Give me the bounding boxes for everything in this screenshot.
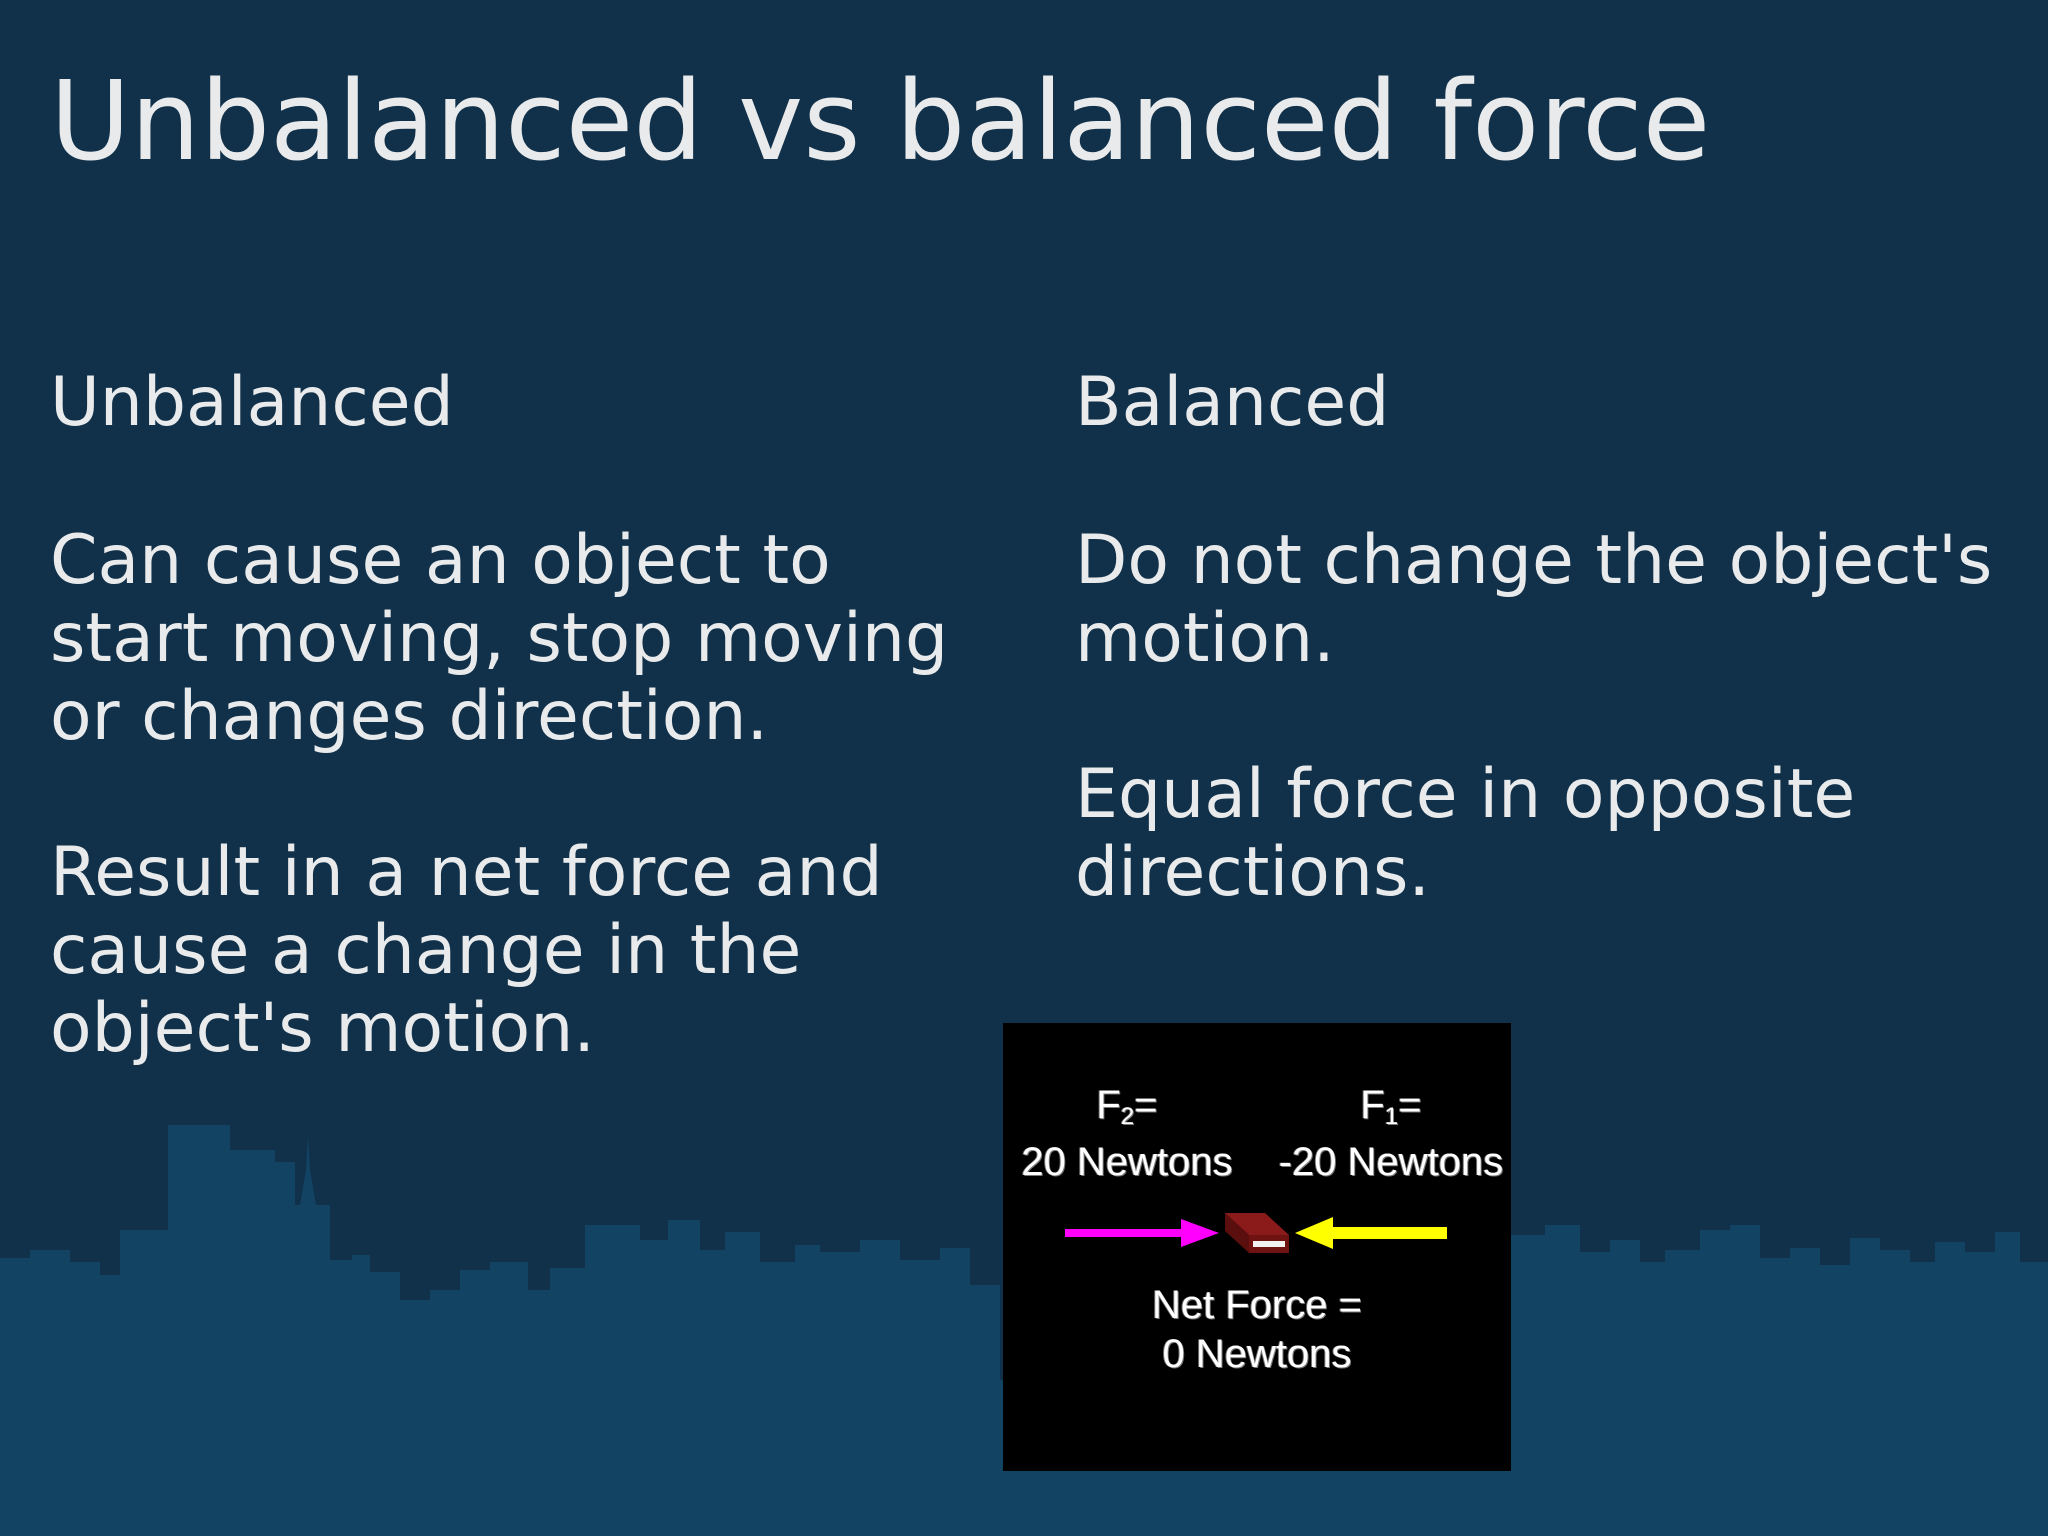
unbalanced-paragraph-2: Result in a net force and cause a change… xyxy=(50,832,883,1068)
unbalanced-heading: Unbalanced xyxy=(50,363,454,442)
balanced-force-diagram: F2= 20 Newtons F1= -20 Newtons Net Force… xyxy=(1003,1023,1511,1471)
balanced-column: Balanced Do not change the object's moti… xyxy=(1075,362,2035,990)
book-icon xyxy=(1225,1213,1289,1253)
right-force-arrow xyxy=(1295,1217,1447,1249)
f1-label: F1= xyxy=(1360,1083,1422,1130)
force-arrows-graphic xyxy=(1065,1213,1447,1253)
net-force-line-2: 0 Newtons xyxy=(1162,1332,1352,1376)
net-force-line-1: Net Force = xyxy=(1151,1283,1363,1327)
balanced-paragraph-1: Do not change the object's motion. xyxy=(1075,520,1993,678)
slide-title: Unbalanced vs balanced force xyxy=(50,57,1711,185)
f2-value: 20 Newtons xyxy=(1021,1140,1233,1184)
balanced-heading: Balanced xyxy=(1075,363,1390,442)
left-force-arrow xyxy=(1065,1219,1219,1247)
balanced-paragraph-2: Equal force in opposite directions. xyxy=(1075,754,1856,912)
f2-label: F2= xyxy=(1096,1083,1158,1130)
unbalanced-paragraph-1: Can cause an object to start moving, sto… xyxy=(50,520,949,756)
unbalanced-column: Unbalanced Can cause an object to start … xyxy=(50,362,1010,1146)
f1-value: -20 Newtons xyxy=(1278,1140,1504,1184)
